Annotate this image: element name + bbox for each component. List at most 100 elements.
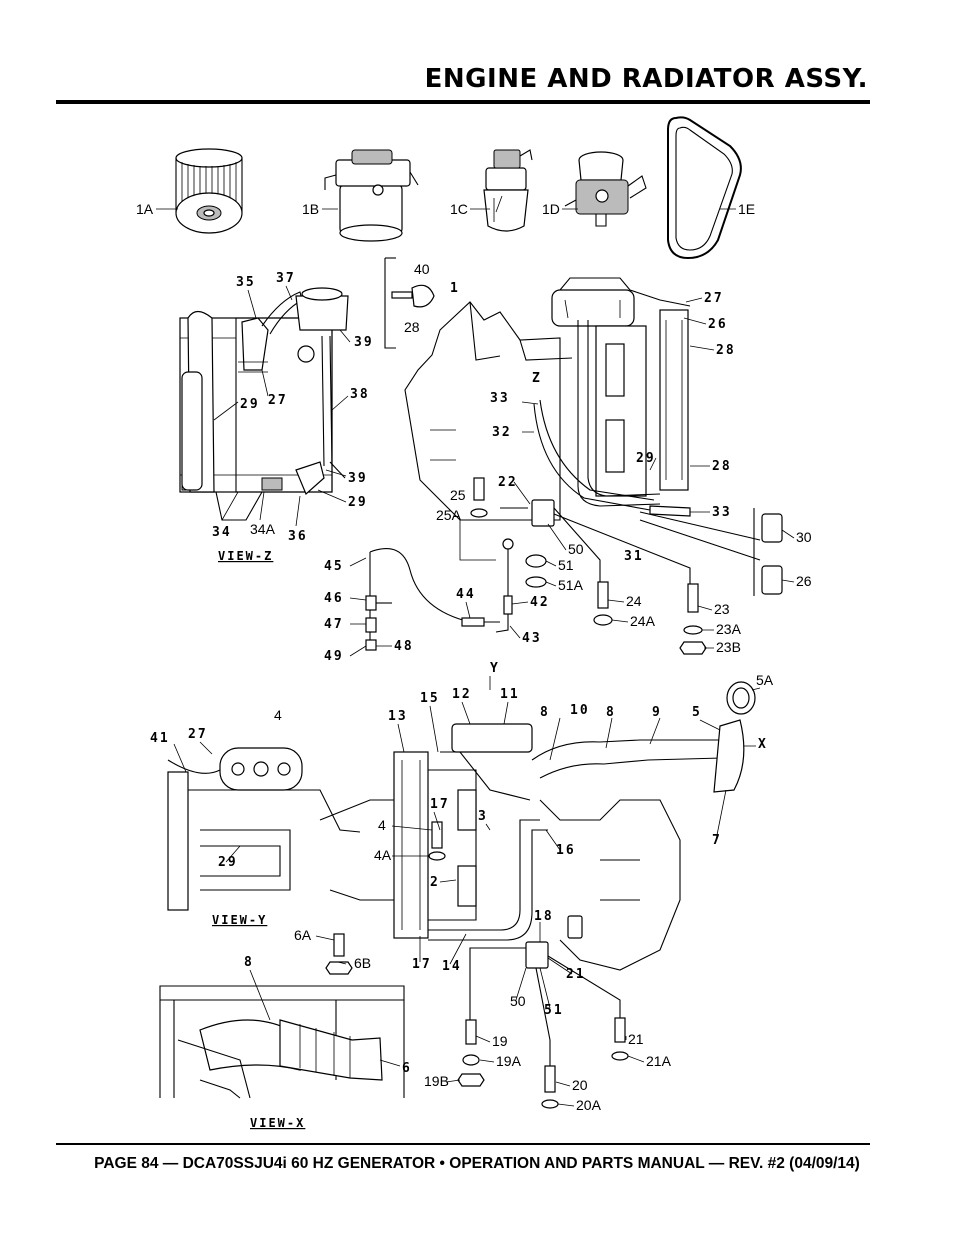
- callout: 8: [540, 705, 550, 720]
- clamp-40-detail: [384, 257, 435, 349]
- page-footer: PAGE 84 — DCA70SSJU4i 60 HZ GENERATOR • …: [94, 1155, 860, 1172]
- callout: 27: [704, 291, 724, 306]
- callout: 18: [534, 909, 554, 924]
- callout: 6: [402, 1061, 412, 1076]
- callout: 8: [244, 955, 254, 970]
- callout: 21: [628, 1031, 644, 1047]
- callout: 11: [500, 687, 520, 702]
- header-rule: [56, 100, 870, 104]
- callout: 28: [716, 343, 736, 358]
- leader-lines: [156, 208, 795, 1107]
- callout: 38: [350, 387, 370, 402]
- callout: 29: [240, 397, 260, 412]
- callout: 3: [478, 809, 488, 824]
- callout: 24: [626, 593, 642, 609]
- callout: 13: [388, 709, 408, 724]
- callout: 4A: [374, 847, 392, 863]
- callout: 48: [394, 639, 414, 654]
- callout: 21: [566, 967, 586, 982]
- callout: 29: [636, 451, 656, 466]
- callout: 29: [218, 855, 238, 870]
- callout: 39: [354, 335, 374, 350]
- callout: 10: [570, 703, 590, 718]
- callout: 46: [324, 591, 344, 606]
- callout: 16: [556, 843, 576, 858]
- engine-block-view-lower: [319, 681, 756, 971]
- callout: 19A: [496, 1053, 522, 1069]
- callout: 1C: [450, 201, 468, 217]
- callout: 47: [324, 617, 344, 632]
- callout: 44: [456, 587, 476, 602]
- callout: 7: [712, 833, 722, 848]
- hardware-stack-center: [470, 477, 707, 655]
- fuel-filter-part: [324, 149, 419, 242]
- callout: 50: [510, 993, 526, 1009]
- view-x-caption: VIEW-X: [250, 1116, 305, 1130]
- callout: 27: [188, 727, 208, 742]
- oil-filter-part: [175, 148, 243, 234]
- callout: 39: [348, 471, 368, 486]
- callout: 40: [414, 261, 430, 277]
- footer-rule: [56, 1143, 870, 1145]
- callout: 28: [712, 459, 732, 474]
- callout: 17: [430, 797, 450, 812]
- callout: 23B: [716, 639, 741, 655]
- callout: 17: [412, 957, 432, 972]
- thermo-switch-group: [500, 499, 783, 596]
- callout: 6B: [354, 955, 371, 971]
- callout: Y: [490, 661, 500, 676]
- callout: 2: [430, 875, 440, 890]
- callout: 20A: [576, 1097, 602, 1113]
- view-z-caption: VIEW-Z: [218, 549, 273, 563]
- callout: 51A: [558, 577, 584, 593]
- callout: 21A: [646, 1053, 672, 1069]
- callout: 29: [348, 495, 368, 510]
- callout: 1: [450, 281, 460, 296]
- callout: 1A: [136, 201, 154, 217]
- callout: 42: [530, 595, 550, 610]
- callout: 26: [708, 317, 728, 332]
- callout: 50: [568, 541, 584, 557]
- air-intake-view-x: [159, 985, 405, 1099]
- water-separator-part: [483, 149, 533, 232]
- callout: 9: [652, 705, 662, 720]
- callout: 4: [274, 707, 282, 723]
- callout: 5A: [756, 672, 774, 688]
- callout: 25: [450, 487, 466, 503]
- fuel-pump-part: [564, 151, 647, 227]
- callout: 45: [324, 559, 344, 574]
- callout: 4: [378, 817, 386, 833]
- callout: 34A: [250, 521, 276, 537]
- callout: 12: [452, 687, 472, 702]
- callout: 35: [236, 275, 256, 290]
- callout: 33: [490, 391, 510, 406]
- hose-line-assembly: [365, 538, 514, 651]
- callout: 32: [492, 425, 512, 440]
- callout: Z: [532, 371, 542, 386]
- callout: 5: [692, 705, 702, 720]
- callout: 15: [420, 691, 440, 706]
- callout: 31: [624, 549, 644, 564]
- callout: 49: [324, 649, 344, 664]
- callout: 51: [558, 557, 574, 573]
- callout: 26: [796, 573, 812, 589]
- callout: 27: [268, 393, 288, 408]
- engine-block-view-main: [404, 277, 691, 561]
- callout: 22: [498, 475, 518, 490]
- callout: 25A: [436, 507, 462, 523]
- hardware-stack-lower: [325, 821, 629, 1109]
- callout: 23: [714, 601, 730, 617]
- expansion-tank-view-y: [167, 747, 361, 911]
- radiator-view-z: [179, 287, 349, 521]
- callout: 30: [796, 529, 812, 545]
- callout: 20: [572, 1077, 588, 1093]
- callout: 19: [492, 1033, 508, 1049]
- callout: 8: [606, 705, 616, 720]
- callout: 14: [442, 959, 462, 974]
- callout: 43: [522, 631, 542, 646]
- view-y-caption: VIEW-Y: [212, 913, 267, 927]
- callout: 24A: [630, 613, 656, 629]
- callout: 1D: [542, 201, 560, 217]
- callout: 1E: [738, 201, 755, 217]
